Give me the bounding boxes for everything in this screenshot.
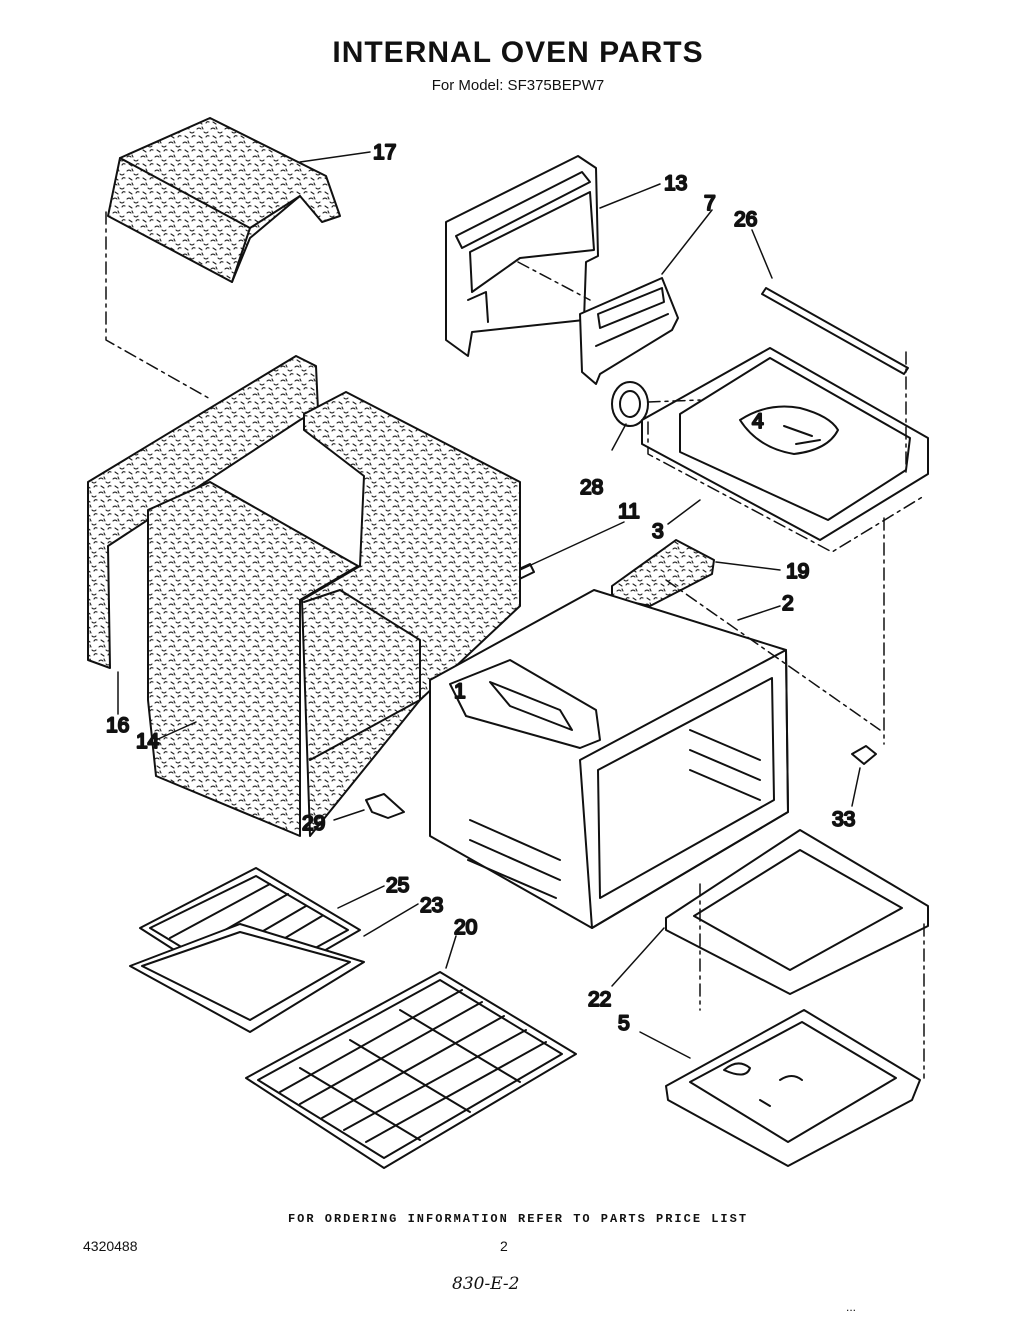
- callout-16: 16: [106, 714, 129, 737]
- model-subtitle: For Model: SF375BEPW7: [431, 77, 605, 94]
- bottom-panel-part: [665, 829, 929, 995]
- ring-part: [611, 381, 649, 427]
- callout-4: 4: [752, 410, 764, 433]
- bracket-part: [579, 277, 679, 385]
- small-pad-part: [611, 539, 715, 607]
- broil-pan-part: [129, 923, 365, 1033]
- small-clip-part: [851, 745, 877, 765]
- callout-13: 13: [664, 172, 687, 195]
- callout-19: 19: [786, 560, 809, 583]
- bottom-tray-part: [665, 1009, 921, 1167]
- handwritten-note: 830-E-2: [452, 1274, 520, 1294]
- callout-26: 26: [734, 208, 757, 231]
- rod-part: [761, 287, 909, 375]
- duct-panel-part: [445, 155, 599, 357]
- page-title: INTERNAL OVEN PARTS: [332, 36, 704, 69]
- callout-22: 22: [588, 988, 611, 1011]
- callout-17: 17: [373, 141, 396, 164]
- callout-20: 20: [454, 916, 477, 939]
- ordering-note: FOR ORDERING INFORMATION REFER TO PARTS …: [287, 1212, 749, 1226]
- callout-1: 1: [454, 680, 466, 703]
- callout-7: 7: [704, 192, 716, 215]
- alignment-lines: [105, 211, 925, 1079]
- callout-3: 3: [652, 520, 664, 543]
- document-number: 4320488: [83, 1238, 138, 1254]
- callout-5: 5: [618, 1012, 630, 1035]
- top-insulation-part: [107, 117, 341, 283]
- page-number: 2: [500, 1238, 508, 1254]
- corner-mark: ...: [846, 1300, 857, 1314]
- callout-29: 29: [302, 812, 325, 835]
- callout-23: 23: [420, 894, 443, 917]
- callout-14: 14: [136, 730, 160, 753]
- side-insulation-part: [87, 355, 319, 669]
- callout-11: 11: [618, 500, 640, 523]
- oven-rack-part: [245, 971, 577, 1169]
- callout-2: 2: [782, 592, 794, 615]
- clip-part: [365, 793, 405, 819]
- leader-lines: [117, 151, 861, 1059]
- callout-25: 25: [386, 874, 409, 897]
- insulation-wrap-part: [147, 391, 521, 837]
- callout-33: 33: [832, 808, 855, 831]
- oven-cavity-part: [429, 589, 789, 929]
- callout-28: 28: [580, 476, 603, 499]
